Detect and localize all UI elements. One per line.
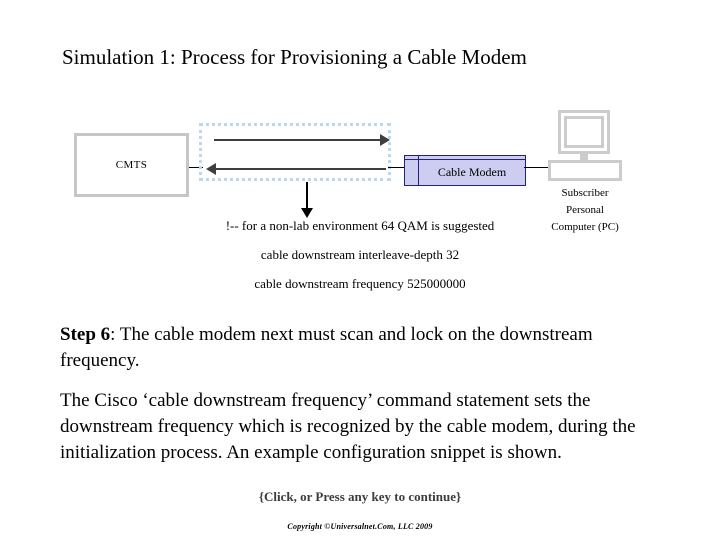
click-to-continue-hint[interactable]: {Click, or Press any key to continue} — [258, 489, 462, 504]
config-line-frequency: cable downstream frequency 525000000 — [254, 276, 466, 291]
pc-caption-line-2: Personal — [566, 204, 604, 216]
body-paragraph: The Cisco ‘cable downstream frequency’ c… — [60, 390, 636, 463]
cable-modem-top-divider — [405, 159, 525, 160]
callout-arrow-shaft — [306, 182, 308, 210]
config-snippet: !-- for a non-lab environment 64 QAM is … — [0, 218, 720, 292]
page-title: Simulation 1: Process for Provisioning a… — [62, 45, 527, 69]
callout-arrow-head — [301, 208, 313, 218]
cable-modem-label: Cable Modem — [437, 165, 507, 179]
monitor-stand-icon — [580, 154, 588, 160]
hfc-plant-region — [199, 123, 391, 181]
config-line-comment: !-- for a non-lab environment 64 QAM is … — [225, 218, 495, 233]
upstream-arrow-shaft — [216, 168, 386, 170]
cmts-label: CMTS — [115, 159, 148, 171]
downstream-arrow-shaft — [214, 139, 384, 141]
computer-base-icon — [548, 160, 622, 181]
downstream-arrow-head — [380, 134, 390, 146]
connector-hfc-to-cable-modem — [388, 167, 406, 168]
pc-caption: Subscriber Personal Computer (PC) — [524, 185, 646, 236]
desktop-computer-icon — [548, 110, 622, 181]
cable-modem-left-divider — [418, 156, 419, 185]
network-diagram: CMTS Cable Modem Subscriber Personal Com… — [74, 110, 646, 236]
copyright-notice: Copyright ©Universalnet.Com, LLC 2009 — [287, 522, 433, 531]
cmts-node: CMTS — [74, 133, 189, 197]
monitor-screen-icon — [564, 116, 604, 148]
connector-cable-modem-to-pc — [524, 167, 548, 168]
upstream-arrow-head — [206, 163, 216, 175]
step-paragraph: Step 6: The cable modem next must scan a… — [60, 322, 650, 374]
cable-modem-node: Cable Modem — [404, 155, 526, 186]
step-label: Step 6 — [60, 324, 111, 345]
pc-caption-line-3: Computer (PC) — [551, 221, 619, 233]
pc-caption-line-1: Subscriber — [561, 187, 609, 199]
config-line-interleave-depth: cable downstream interleave-depth 32 — [260, 247, 460, 262]
connector-cmts-to-hfc — [189, 167, 203, 168]
step-text: : The cable modem next must scan and loc… — [60, 324, 593, 371]
